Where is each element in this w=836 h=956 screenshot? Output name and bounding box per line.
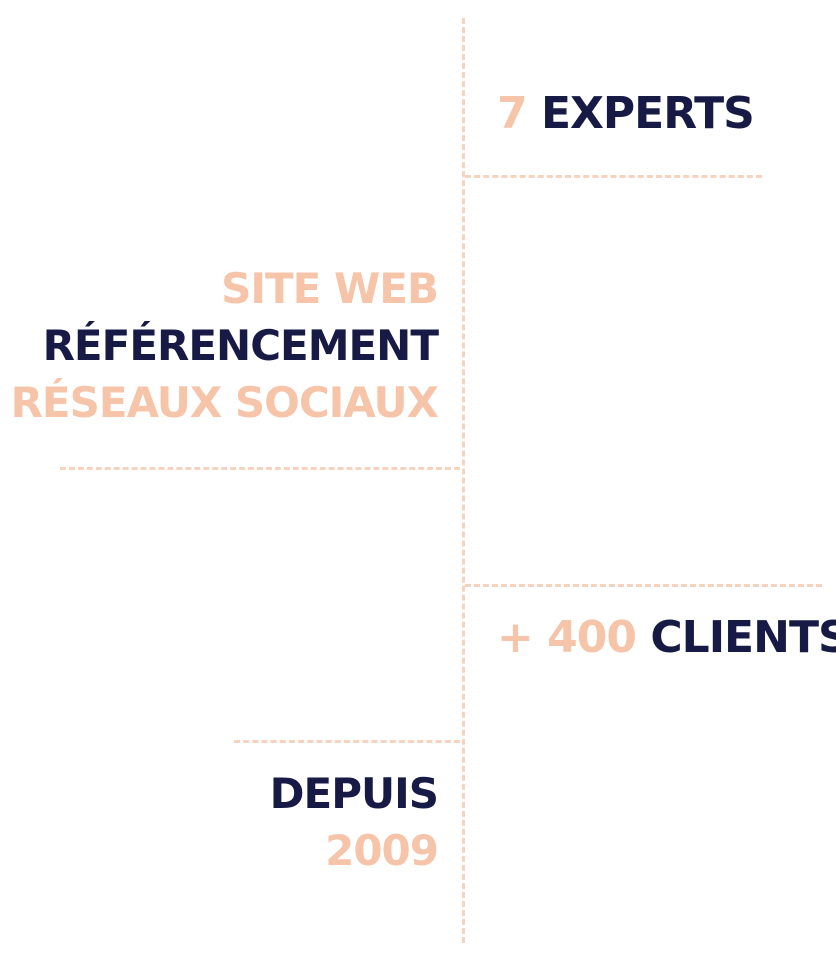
service-reseaux-sociaux: RÉSEAUX SOCIAUX — [10, 378, 439, 427]
experts-number: 7 — [497, 88, 528, 139]
clients-stat: + 400 CLIENTS — [497, 616, 836, 660]
dashed-divider-experts — [465, 175, 762, 178]
dashed-divider-services — [60, 467, 460, 470]
experts-stat: 7 EXPERTS — [497, 92, 755, 136]
dashed-divider-clients — [465, 584, 822, 587]
service-referencement: RÉFÉRENCEMENT — [42, 321, 439, 370]
clients-number: + 400 — [497, 612, 637, 663]
clients-label: CLIENTS — [650, 612, 836, 663]
since-stat: DEPUIS 2009 — [269, 769, 439, 887]
services-list: SITE WEB RÉFÉRENCEMENT RÉSEAUX SOCIAUX — [10, 264, 439, 439]
dashed-divider-since — [234, 740, 460, 743]
service-site-web: SITE WEB — [221, 264, 439, 313]
since-year: 2009 — [325, 826, 439, 875]
vertical-dashed-divider — [462, 18, 465, 943]
experts-label: EXPERTS — [540, 88, 755, 139]
since-label: DEPUIS — [269, 769, 439, 818]
